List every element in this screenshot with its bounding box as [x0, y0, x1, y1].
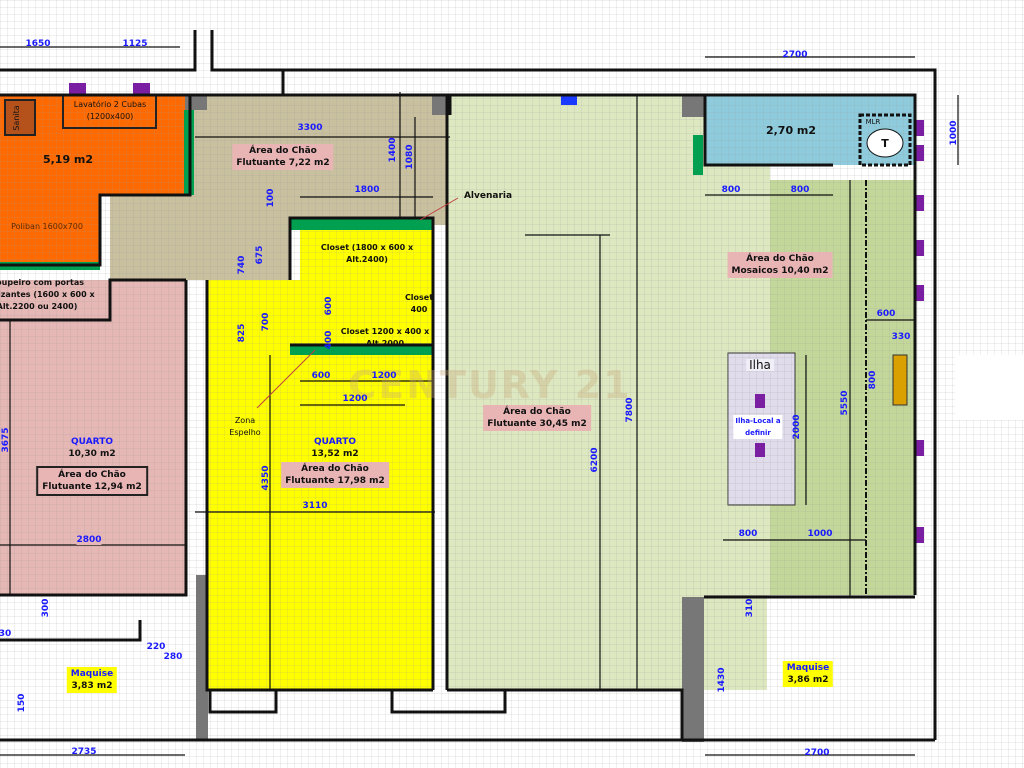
water-heater-icon	[866, 128, 904, 158]
dimension-label: 600	[311, 371, 331, 381]
dimension-label: 800	[721, 185, 741, 195]
blank-patch	[955, 355, 1024, 420]
dimension-label: 800	[790, 185, 810, 195]
hob	[892, 354, 908, 406]
dimension-label: 6200	[590, 447, 600, 473]
dimension-label: 1430	[717, 667, 727, 693]
dimension-label: 3110	[302, 501, 328, 511]
sockets	[69, 83, 924, 543]
roupeiro-label: Roupeiro com portasdeslizantes (1600 x 6…	[0, 278, 95, 311]
panel-marker	[561, 95, 577, 105]
lavatorio-label: Lavatório 2 Cubas(1200x400)	[73, 100, 147, 121]
dimension-label: 310	[745, 598, 755, 618]
dimension-label: 1200	[342, 394, 368, 404]
mlr-label: MLR	[865, 118, 881, 126]
dimension-label: 2000	[792, 414, 802, 440]
dimension-label: 1000	[807, 529, 833, 539]
dimension-label: 3300	[297, 123, 323, 133]
dimension-label: 1400	[388, 137, 398, 163]
dimension-label: 800	[738, 529, 758, 539]
dimension-label: 1000	[949, 120, 959, 146]
dimension-label: 600	[876, 309, 896, 319]
walls	[0, 30, 937, 742]
dimension-label: 150	[17, 693, 27, 713]
dimension-label: 1650	[25, 39, 51, 49]
dimension-label: 1200	[371, 371, 397, 381]
dimension-label: 400	[324, 330, 334, 350]
dimension-lines	[0, 46, 959, 756]
watermark: CENTURY 21	[348, 363, 632, 407]
alvenaria-label: Alvenaria	[463, 191, 513, 201]
ilha-label: Ilha	[746, 359, 774, 371]
dimension-label: 7800	[625, 397, 635, 423]
dimension-label: 740	[237, 255, 247, 275]
dimension-label: 330	[891, 332, 911, 342]
dimension-label: 220	[146, 642, 166, 652]
dimension-label: 2700	[782, 50, 808, 60]
dimension-label: 825	[237, 323, 247, 343]
arrows	[256, 197, 459, 409]
dimension-label: 1125	[122, 39, 148, 49]
sanita-label: Sanita	[12, 105, 21, 131]
dimension-label: 280	[163, 652, 183, 662]
dimension-label: 2700	[804, 748, 830, 758]
t-label: T	[881, 137, 889, 150]
dimension-label: 2800	[76, 535, 102, 545]
dimension-label: 700	[261, 312, 271, 332]
dimension-label: 1080	[405, 144, 415, 170]
dimension-label: 30	[0, 629, 12, 639]
dimension-label: 2735	[71, 747, 97, 757]
dimension-label: 3675	[1, 427, 11, 453]
dimension-label: 5550	[840, 390, 850, 416]
dimension-label: 1800	[354, 185, 380, 195]
dimension-label: 600	[324, 296, 334, 316]
bathroom-area-label: 5,19 m2	[42, 153, 94, 166]
dimension-label: 4350	[261, 465, 271, 491]
laundry-area-label: 2,70 m2	[765, 124, 817, 137]
dimension-label: 800	[868, 370, 878, 390]
poliban-label: Poliban 1600x700	[11, 222, 83, 231]
dimension-label: 100	[266, 188, 276, 208]
dimension-label: 300	[41, 598, 51, 618]
dimension-label: 675	[255, 245, 265, 265]
mlr-box	[858, 113, 912, 167]
